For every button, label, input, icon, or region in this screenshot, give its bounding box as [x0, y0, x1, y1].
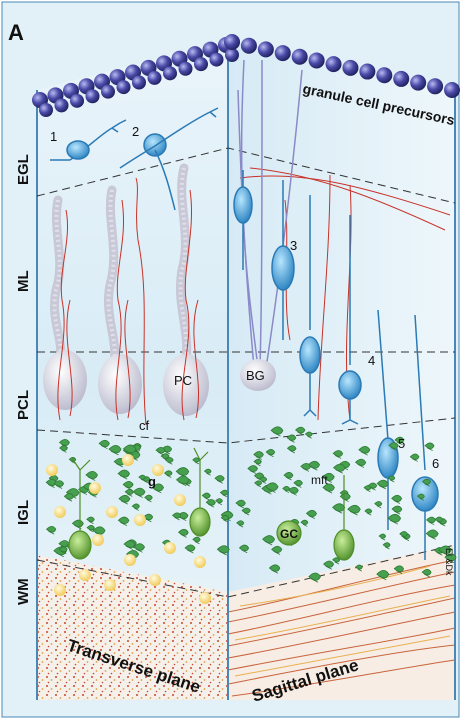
- precursor-cell: [376, 67, 392, 83]
- layer-label-igl: IGL: [15, 500, 32, 525]
- precursor-cell: [117, 80, 131, 94]
- granule-cell: [79, 569, 91, 581]
- precursor-cell: [179, 62, 193, 76]
- granule-cell-label: GC: [280, 527, 298, 541]
- granule-cell: [89, 482, 101, 494]
- layer-label-pcl: PCL: [15, 390, 32, 420]
- granule-cell: [194, 556, 206, 568]
- layer-label-wm: WM: [15, 578, 32, 605]
- granule-cell: [46, 464, 58, 476]
- precursor-cell: [148, 71, 162, 85]
- granule-cell: [164, 542, 176, 554]
- precursor-cell: [194, 57, 208, 71]
- climbing-fiber-label: cf: [139, 418, 150, 433]
- granule-cell: [174, 494, 186, 506]
- layer-label-ml: ML: [15, 270, 32, 292]
- panel-letter: A: [8, 20, 24, 45]
- bergmann-glia-label: BG: [246, 368, 265, 383]
- precursor-cell: [163, 66, 177, 80]
- precursor-cell: [86, 89, 100, 103]
- precursor-cell: [359, 64, 375, 80]
- cell-number-4: 4: [368, 353, 375, 368]
- precursor-cell: [427, 78, 443, 94]
- cell-number-1: 1: [50, 129, 57, 144]
- granule-cell: [104, 579, 116, 591]
- precursor-cell: [292, 49, 308, 65]
- cell-number-5: 5: [398, 436, 405, 451]
- granule-cell: [134, 514, 146, 526]
- precursor-cell: [258, 41, 274, 57]
- purkinje-cell-label: PC: [174, 373, 192, 388]
- granule-cell: [54, 584, 66, 596]
- precursor-cell: [309, 52, 325, 68]
- precursor-cell: [326, 56, 342, 72]
- layer-label-egl: EGL: [15, 154, 32, 185]
- precursor-cell: [70, 94, 84, 108]
- mossy-fiber-label: mft: [311, 473, 328, 487]
- precursor-cell: [275, 45, 291, 61]
- granule-cell: [92, 534, 104, 546]
- precursor-cell: [241, 38, 257, 54]
- precursor-cell: [393, 71, 409, 87]
- corner-initials: El &Dk: [444, 548, 454, 576]
- cell-number-2: 2: [132, 124, 139, 139]
- precursor-cell: [101, 85, 115, 99]
- granule-cell: [199, 592, 211, 604]
- precursor-cell: [39, 103, 53, 117]
- precursor-cell: [224, 34, 240, 50]
- granule-cell: [149, 574, 161, 586]
- precursor-cell: [342, 60, 358, 76]
- precursor-cell: [55, 98, 69, 112]
- granule-cell: [124, 554, 136, 566]
- cell-number-6: 6: [432, 456, 439, 471]
- granule-cell: [122, 454, 134, 466]
- precursor-cell: [132, 76, 146, 90]
- precursor-cell: [210, 53, 224, 67]
- cell-number-3: 3: [290, 238, 297, 253]
- precursor-cell: [444, 82, 460, 98]
- golgi-label: g: [148, 474, 156, 489]
- granule-cell: [106, 506, 118, 518]
- precursor-cell: [410, 75, 426, 91]
- granule-cell: [54, 506, 66, 518]
- precursor-cell: [225, 48, 239, 62]
